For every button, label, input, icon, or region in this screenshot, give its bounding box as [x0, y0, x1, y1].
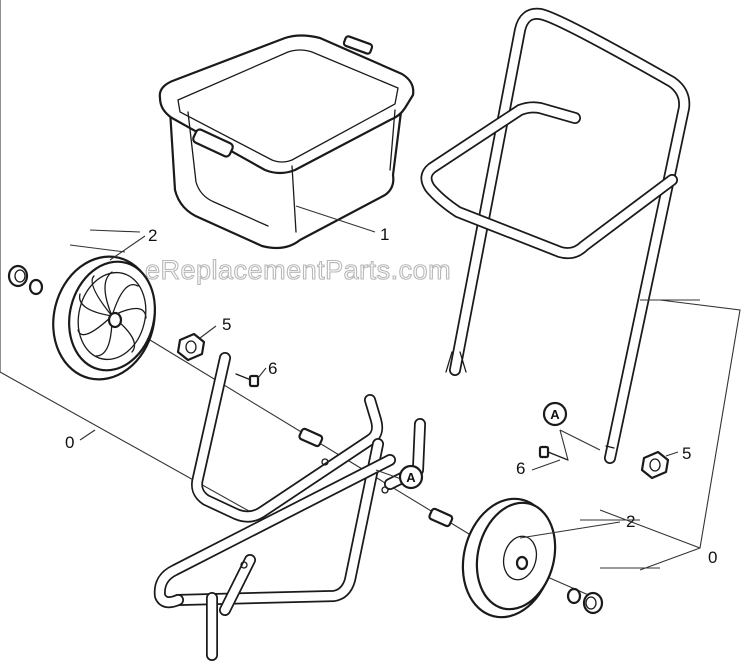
reference-letter: A	[550, 407, 560, 422]
washer-left	[28, 278, 44, 296]
callout-nut-right: 5	[682, 444, 691, 463]
bolt-right	[538, 445, 569, 461]
handle-frame	[420, 7, 691, 464]
cart-frame	[153, 352, 426, 661]
callout-assembly-right: 0	[708, 548, 717, 567]
callout-wheel-right: 2	[626, 512, 635, 531]
callout-hopper: 1	[380, 225, 389, 244]
reference-mark-a-handle: A	[542, 401, 568, 427]
reference-letter: A	[406, 470, 416, 485]
washer-right	[566, 587, 582, 605]
bolt-left	[235, 373, 260, 388]
axle-bushing-lower	[428, 507, 454, 528]
callout-bolt-right: 6	[516, 459, 525, 478]
callout-nut-left: 5	[222, 315, 231, 334]
hub-cap-right	[582, 591, 604, 615]
callout-assembly-left: 0	[65, 433, 74, 452]
hopper-tub	[158, 34, 415, 250]
knob-nut-right	[640, 450, 670, 480]
assembly-bracket-right	[599, 299, 741, 571]
knob-nut-left	[176, 332, 206, 362]
callout-wheel-left: 2	[148, 226, 157, 245]
leader-lines	[79, 205, 679, 539]
assembly-bracket-left	[0, 0, 266, 521]
wheel-left	[52, 255, 156, 381]
wheel-right	[461, 497, 557, 619]
callout-bolt-left: 6	[268, 359, 277, 378]
axle-bushing-upper	[298, 427, 324, 448]
reference-mark-a-frame: A	[398, 464, 424, 490]
watermark: eReplacementParts.com	[145, 255, 451, 285]
alignment-marks	[69, 229, 700, 569]
hub-cap-left	[7, 264, 29, 288]
